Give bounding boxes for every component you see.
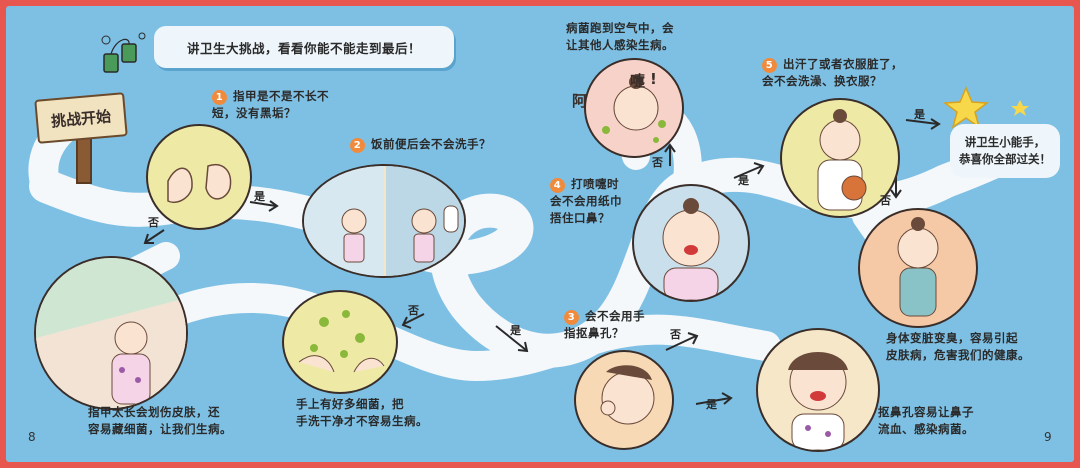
tissue-circle bbox=[632, 184, 750, 302]
nails-circle bbox=[146, 124, 252, 230]
germs-icon bbox=[298, 310, 385, 373]
yes-label-q5: 是 bbox=[914, 108, 925, 121]
question-2-number: 2 bbox=[350, 138, 365, 153]
child-coughing-icon bbox=[662, 198, 720, 300]
yes-label-q3: 是 bbox=[706, 398, 717, 411]
sneezing-child-icon bbox=[602, 75, 666, 143]
question-4-number: 4 bbox=[550, 178, 565, 193]
sweat-circle bbox=[780, 98, 900, 218]
consequence-nails: 指甲太长会划伤皮肤，还 容易藏细菌，让我们生病。 bbox=[88, 405, 232, 436]
nosepick-circle bbox=[574, 350, 674, 450]
start-sign: 挑战开始 bbox=[34, 92, 128, 144]
sweaty-child-icon bbox=[817, 109, 867, 211]
no-label-q1: 否 bbox=[148, 216, 159, 229]
handwash-circle bbox=[302, 164, 466, 278]
page-number-left: 8 bbox=[28, 430, 36, 444]
crying-child-icon bbox=[788, 352, 848, 450]
nails-consequence-circle bbox=[34, 256, 188, 410]
yes-label-q1: 是 bbox=[254, 190, 265, 203]
flow-arrows bbox=[143, 118, 941, 405]
nosebleed-circle bbox=[756, 328, 880, 452]
sneeze-sound-b: 嚏 bbox=[630, 72, 646, 90]
consequence-sneeze: 病菌跑到空气中，会 让其他人感染生病。 bbox=[566, 21, 674, 52]
signpost-pole bbox=[76, 134, 92, 184]
yes-label-q4: 是 bbox=[738, 174, 749, 187]
tin-can-phone-icon bbox=[101, 32, 146, 73]
scratching-child-icon bbox=[36, 258, 186, 408]
child-washing-icon bbox=[304, 166, 464, 276]
finish-message: 讲卫生小能手， 恭喜你全部过关！ bbox=[950, 124, 1060, 178]
sneeze-sound-mark: ! bbox=[650, 70, 657, 88]
no-label-q4: 否 bbox=[652, 156, 663, 169]
question-1-number: 1 bbox=[212, 90, 227, 105]
question-3-number: 3 bbox=[564, 310, 579, 325]
consequence-hands: 手上有好多细菌，把 手洗干净才不容易生病。 bbox=[296, 397, 428, 428]
skin-disease-circle bbox=[858, 208, 978, 328]
germs-circle bbox=[282, 290, 398, 394]
yes-label-q2: 是 bbox=[510, 324, 521, 337]
itchy-child-icon bbox=[897, 217, 939, 317]
question-5-number: 5 bbox=[762, 58, 777, 73]
sneeze-circle bbox=[584, 58, 684, 158]
no-label-q5: 否 bbox=[880, 194, 891, 207]
no-label-q2: 否 bbox=[408, 304, 419, 317]
page-title: 讲卫生大挑战，看看你能不能走到最后！ bbox=[154, 26, 454, 68]
sneeze-sound-a: 阿 bbox=[572, 92, 588, 110]
page-number-right: 9 bbox=[1044, 430, 1052, 444]
nose-picking-icon bbox=[600, 365, 655, 425]
consequence-nose: 抠鼻孔容易让鼻子 流血、感染病菌。 bbox=[878, 405, 974, 436]
no-label-q3: 否 bbox=[670, 328, 681, 341]
hands-nails-icon bbox=[167, 164, 232, 203]
consequence-body: 身体变脏变臭，容易引起 皮肤病，危害我们的健康。 bbox=[886, 331, 1030, 362]
